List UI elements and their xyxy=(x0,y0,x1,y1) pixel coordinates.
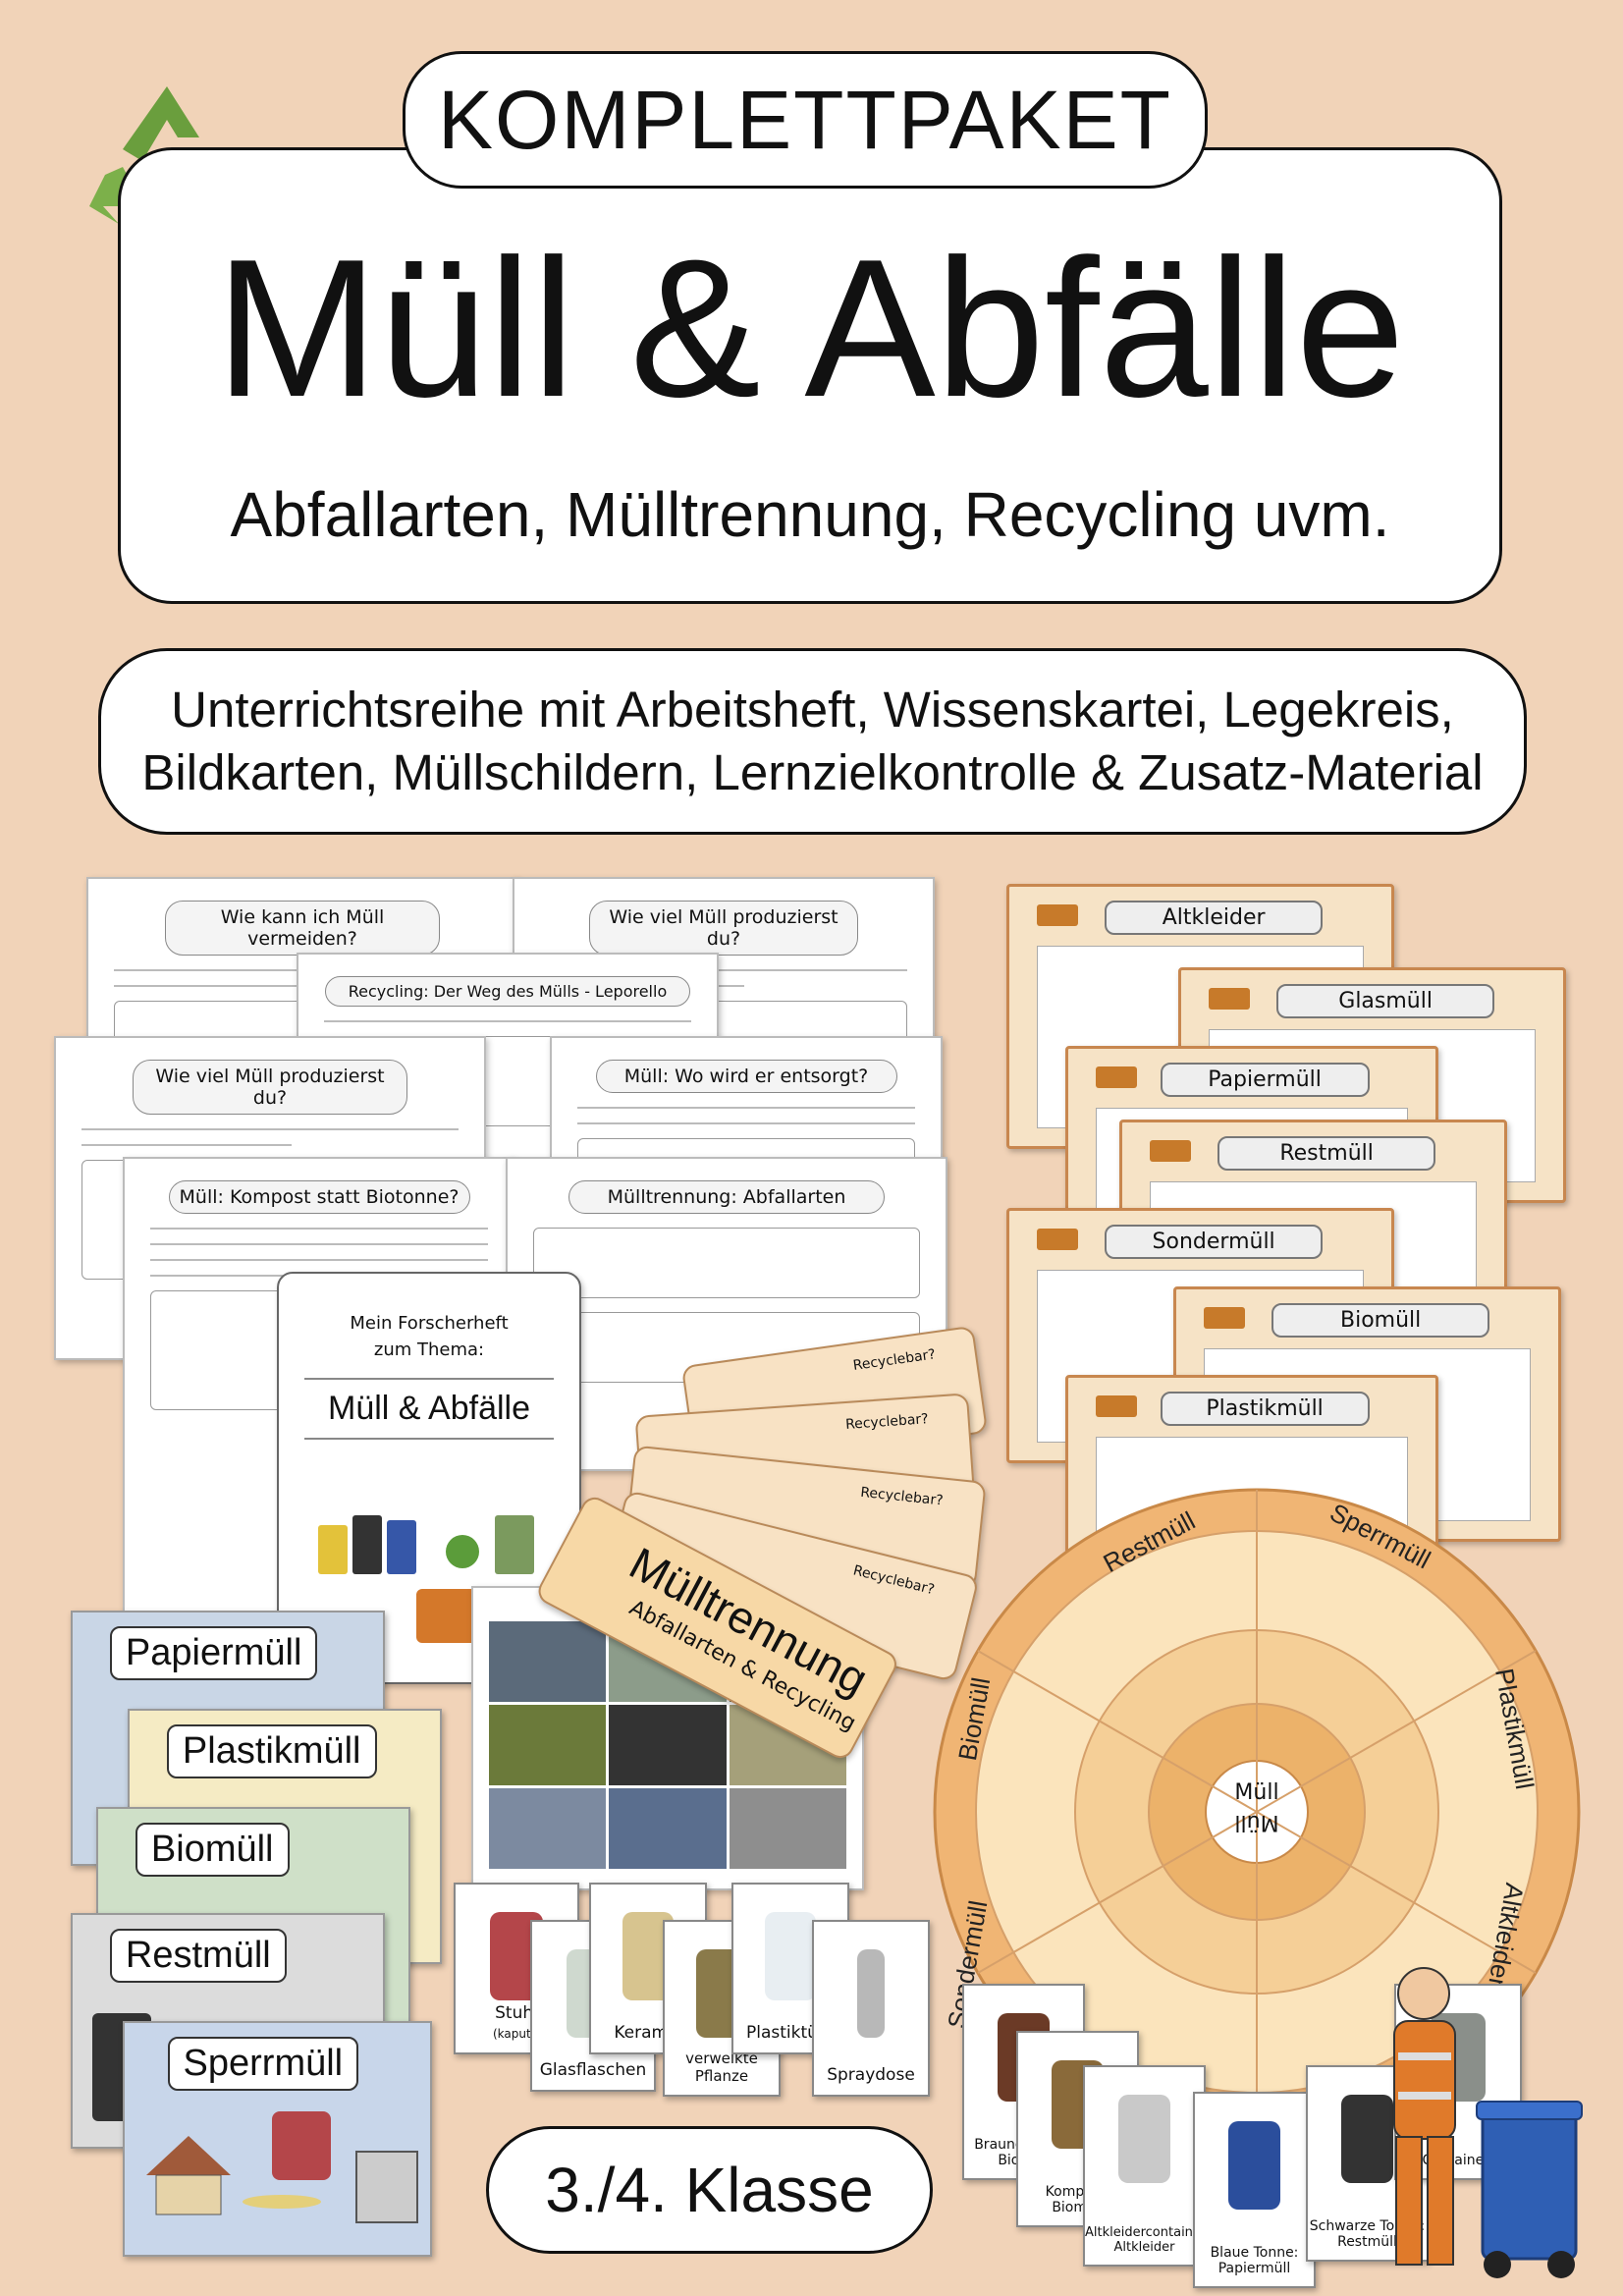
truck-icon xyxy=(1209,988,1250,1010)
main-title-card xyxy=(118,147,1502,604)
worksheet-title: Wie viel Müll produzierst du? xyxy=(588,901,859,956)
recyclable-question: Recyclebar? xyxy=(851,1562,937,1599)
recyclable-question: Recyclebar? xyxy=(844,1411,930,1434)
picture-card-spraydose: Spraydose xyxy=(812,1920,930,2097)
knowledge-card-label: Glasmüll xyxy=(1276,984,1494,1018)
bin-sign-label: Biomüll xyxy=(135,1823,290,1877)
booklet-title: Müll & Abfälle xyxy=(304,1378,554,1440)
description-pill: Unterrichtsreihe mit Arbeitsheft, Wissen… xyxy=(98,648,1527,835)
container-card-altkleider: Altkleidercontainer: Altkleider xyxy=(1083,2065,1211,2267)
knowledge-card-label: Altkleider xyxy=(1105,901,1323,935)
worksheet-title: Wie viel Müll produzierst du? xyxy=(132,1060,408,1115)
worksheet-title: Müll: Kompost statt Biotonne? xyxy=(168,1180,470,1214)
komplettpaket-badge: KOMPLETTPAKET xyxy=(403,51,1208,189)
bin-sign-label: Restmüll xyxy=(109,1929,287,1983)
recyclable-question: Recyclebar? xyxy=(851,1346,937,1374)
bin-sign-label: Sperrmüll xyxy=(167,2037,359,2091)
worksheet-title: Mülltrennung: Abfallarten xyxy=(568,1180,886,1214)
page-subtitle: Abfallarten, Mülltrennung, Recycling uvm… xyxy=(230,479,1390,550)
truck-icon xyxy=(1037,1229,1078,1250)
worksheet-title: Recycling: Der Weg des Mülls - Leporello xyxy=(324,976,691,1007)
bin-sign-sperrmuell: Sperrmüll xyxy=(123,2021,432,2257)
wheel-center-bottom: Müll xyxy=(1234,1810,1279,1834)
picture-card-label: Stuhl xyxy=(495,2003,538,2023)
bin-sign-label: Plastikmüll xyxy=(166,1724,377,1778)
knowledge-card-label: Biomüll xyxy=(1271,1303,1489,1338)
badge-text: KOMPLETTPAKET xyxy=(438,73,1172,166)
truck-icon xyxy=(1096,1395,1137,1417)
house-icon xyxy=(144,2131,233,2219)
wheel-center-top: Müll xyxy=(1234,1780,1279,1805)
knowledge-card-label: Plastikmüll xyxy=(1160,1392,1370,1426)
grade-badge: 3./4. Klasse xyxy=(486,2126,933,2254)
booklet-line-2: zum Thema: xyxy=(373,1339,485,1360)
truck-icon xyxy=(1096,1066,1137,1088)
picture-card-label: verwelkte Pflanze xyxy=(685,2050,758,2085)
knowledge-card-label: Papiermüll xyxy=(1160,1063,1370,1097)
picture-card-label: Spraydose xyxy=(827,2065,915,2085)
table-icon xyxy=(243,2195,321,2209)
container-card-label: Altkleidercontainer: Altkleider xyxy=(1085,2225,1211,2255)
knowledge-card-label: Restmüll xyxy=(1217,1136,1435,1171)
worksheet-title: Müll: Wo wird er entsorgt? xyxy=(595,1060,897,1093)
truck-icon xyxy=(1204,1307,1245,1329)
armchair-icon xyxy=(272,2111,331,2180)
recyclable-question: Recyclebar? xyxy=(859,1484,945,1509)
description-line-1: Unterrichtsreihe mit Arbeitsheft, Wissen… xyxy=(171,682,1454,738)
container-card-blue: Blaue Tonne: Papiermüll xyxy=(1193,2092,1316,2288)
truck-icon xyxy=(1037,904,1078,926)
container-card-label: Blaue Tonne: Papiermüll xyxy=(1210,2245,1299,2276)
stove-icon xyxy=(355,2151,418,2223)
page-title: Müll & Abfälle xyxy=(215,219,1405,438)
picture-card-sublabel: (kaputt) xyxy=(492,2027,541,2041)
waste-worker-illustration xyxy=(1365,1964,1600,2288)
worksheet-title: Wie kann ich Müll vermeiden? xyxy=(164,901,441,956)
knowledge-card-label: Sondermüll xyxy=(1105,1225,1323,1259)
grade-text: 3./4. Klasse xyxy=(545,2155,874,2225)
truck-icon xyxy=(1150,1140,1191,1162)
description-line-2: Bildkarten, Müllschildern, Lernzielkontr… xyxy=(141,743,1484,800)
bin-sign-label: Papiermüll xyxy=(109,1626,318,1680)
booklet-line-1: Mein Forscherheft xyxy=(350,1313,509,1334)
picture-card-label: Glasflaschen xyxy=(539,2060,647,2080)
